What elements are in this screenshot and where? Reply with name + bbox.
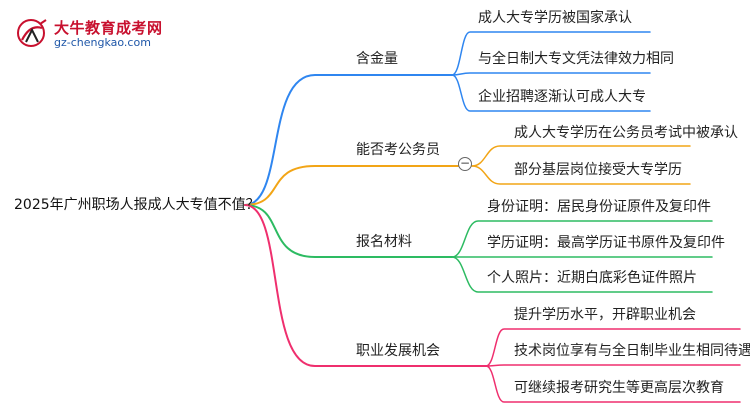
brand-logo	[17, 19, 47, 47]
branch-label-1[interactable]: 能否考公务员	[356, 142, 440, 158]
leaf-0-1[interactable]: 与全日制大专文凭法律效力相同	[478, 51, 674, 67]
root-node[interactable]: 2025年广州职场人报成人大专值不值？	[14, 197, 260, 213]
connector-leaf-0-0	[451, 31, 651, 76]
connector-leaf-3-1	[485, 364, 741, 367]
connector-root-branch-2	[244, 204, 453, 258]
leaf-2-2[interactable]: 个人照片：近期白底彩色证件照片	[487, 270, 697, 286]
brand-url: gz-chengkao.com	[54, 36, 151, 49]
connector-leaf-1-1	[471, 165, 691, 185]
connector-leaf-1-0	[471, 145, 691, 167]
leaf-3-2[interactable]: 可继续报考研究生等更高层次教育	[514, 380, 724, 396]
leaf-2-0[interactable]: 身份证明：居民身份证原件及复印件	[487, 199, 711, 215]
leaf-0-2[interactable]: 企业招聘逐渐认可成人大专	[478, 89, 646, 105]
brand-title: 大牛教育成考网	[54, 19, 163, 37]
branch-label-2[interactable]: 报名材料	[356, 234, 412, 250]
branch-label-0[interactable]: 含金量	[356, 51, 398, 67]
leaf-0-0[interactable]: 成人大专学历被国家承认	[478, 10, 632, 26]
connector-root-branch-3	[244, 204, 487, 367]
connector-leaf-2-2	[451, 256, 713, 293]
leaf-1-0[interactable]: 成人大专学历在公务员考试中被承认	[514, 125, 738, 141]
collapse-toggle-icon[interactable]: −	[458, 156, 472, 171]
leaf-1-1[interactable]: 部分基层岗位接受大专学历	[514, 162, 682, 178]
branch-label-3[interactable]: 职业发展机会	[356, 343, 440, 359]
leaf-3-1[interactable]: 技术岗位享有与全日制毕业生相同待遇	[514, 343, 750, 359]
connector-root-branch-1	[244, 165, 459, 206]
connector-leaf-3-0	[485, 328, 741, 367]
connector-leaf-2-0	[451, 220, 713, 258]
connector-root-branch-0	[244, 74, 453, 206]
leaf-3-0[interactable]: 提升学历水平，开辟职业机会	[514, 307, 696, 323]
leaf-2-1[interactable]: 学历证明：最高学历证书原件及复印件	[487, 235, 725, 251]
connector-leaf-3-2	[485, 365, 741, 403]
connector-leaf-0-1	[451, 72, 651, 76]
connector-leaf-0-2	[451, 74, 651, 112]
